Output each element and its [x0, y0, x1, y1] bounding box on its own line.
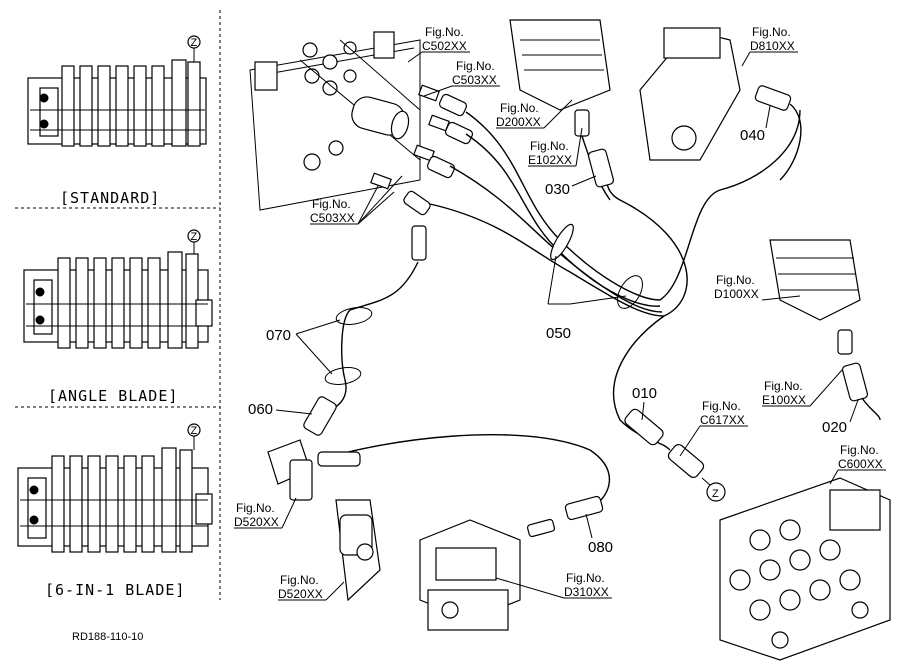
- fig-ref-code: C503XX: [310, 211, 355, 225]
- fitting-c617: [667, 443, 705, 479]
- fig-ref-prefix: Fig.No.: [312, 197, 351, 211]
- fitting-030: [587, 148, 615, 188]
- angle-blade-valve-drawing: Z: [23, 229, 213, 349]
- variant-marker: Z: [191, 231, 198, 243]
- fig-ref-code: D810XX: [750, 39, 795, 53]
- hose-070: [324, 261, 419, 411]
- fitting-020: [841, 362, 869, 402]
- fig-ref-prefix: Fig.No.: [456, 59, 495, 73]
- part-number-030: 030: [545, 181, 570, 198]
- part-number-010: 010: [632, 385, 657, 402]
- part-number-080: 080: [588, 539, 613, 556]
- fig-ref-prefix: Fig.No.: [566, 571, 605, 585]
- control-valve-c600: [719, 477, 891, 661]
- fitting-080-a: [317, 451, 361, 467]
- lever-d200: [509, 19, 615, 201]
- fig-ref-code: E102XX: [528, 153, 572, 167]
- part-callouts: 030 040 050 070 060 010 020 080: [248, 105, 859, 556]
- fig-ref-code: E100XX: [762, 393, 806, 407]
- fig-ref-code: D200XX: [496, 115, 541, 129]
- fitting-080-b: [564, 495, 604, 521]
- fig-ref-code: D520XX: [278, 587, 323, 601]
- variant-marker: Z: [191, 37, 198, 49]
- clamp-070-b: [324, 367, 362, 385]
- clamp-070-a: [335, 307, 373, 325]
- fig-ref-prefix: Fig.No.: [500, 101, 539, 115]
- part-number-060: 060: [248, 401, 273, 418]
- fig-ref-code: C617XX: [700, 413, 745, 427]
- hose-080: [319, 434, 611, 506]
- fig-ref-prefix: Fig.No.: [236, 501, 275, 515]
- pedal-valve-d310: [419, 519, 521, 631]
- fig-ref-code: D100XX: [714, 287, 759, 301]
- fig-ref-prefix: Fig.No.: [702, 399, 741, 413]
- fitting-060: [303, 396, 337, 436]
- variant-label-angle-blade: [ANGLE BLADE]: [48, 387, 178, 405]
- connector-z-label: Z: [712, 488, 719, 500]
- lever-d100: [769, 239, 881, 421]
- drawing-code: RD188-110-10: [72, 631, 143, 643]
- six-in-one-valve-drawing: Z: [17, 423, 213, 553]
- fig-ref-prefix: Fig.No.: [840, 443, 879, 457]
- fig-ref-prefix: Fig.No.: [716, 273, 755, 287]
- connector-z-marker: [706, 482, 726, 502]
- fig-ref-code: C502XX: [422, 39, 467, 53]
- standard-valve-drawing: Z: [27, 35, 207, 147]
- part-number-050: 050: [546, 325, 571, 342]
- valve-d810: [639, 27, 802, 181]
- fig-ref-code: D310XX: [564, 585, 609, 599]
- part-number-040: 040: [740, 127, 765, 144]
- fig-ref-code: C503XX: [452, 73, 497, 87]
- fig-references: Fig.No. C502XX Fig.No. C503XX Fig.No. D2…: [234, 25, 886, 601]
- fig-ref-prefix: Fig.No.: [280, 573, 319, 587]
- part-number-070: 070: [266, 327, 291, 344]
- fig-ref-code: C600XX: [838, 457, 883, 471]
- variant-label-6-in-1-blade: [6-IN-1 BLADE]: [45, 581, 185, 599]
- fig-ref-prefix: Fig.No.: [764, 379, 803, 393]
- fitting-040: [754, 85, 792, 111]
- variant-label-standard: [STANDARD]: [60, 189, 160, 207]
- bracket-d520: [267, 439, 381, 602]
- fig-ref-prefix: Fig.No.: [530, 139, 569, 153]
- fig-ref-prefix: Fig.No.: [752, 25, 791, 39]
- variant-marker: Z: [191, 425, 198, 437]
- part-number-020: 020: [822, 419, 847, 436]
- fitting-010: [624, 408, 664, 446]
- fig-ref-code: D520XX: [234, 515, 279, 529]
- variant-panels: Z [STANDARD] Z [ANGLE BLADE]: [15, 10, 221, 600]
- fig-ref-prefix: Fig.No.: [425, 25, 464, 39]
- hose-fittings: [351, 84, 474, 261]
- hose-bundle: [429, 109, 801, 317]
